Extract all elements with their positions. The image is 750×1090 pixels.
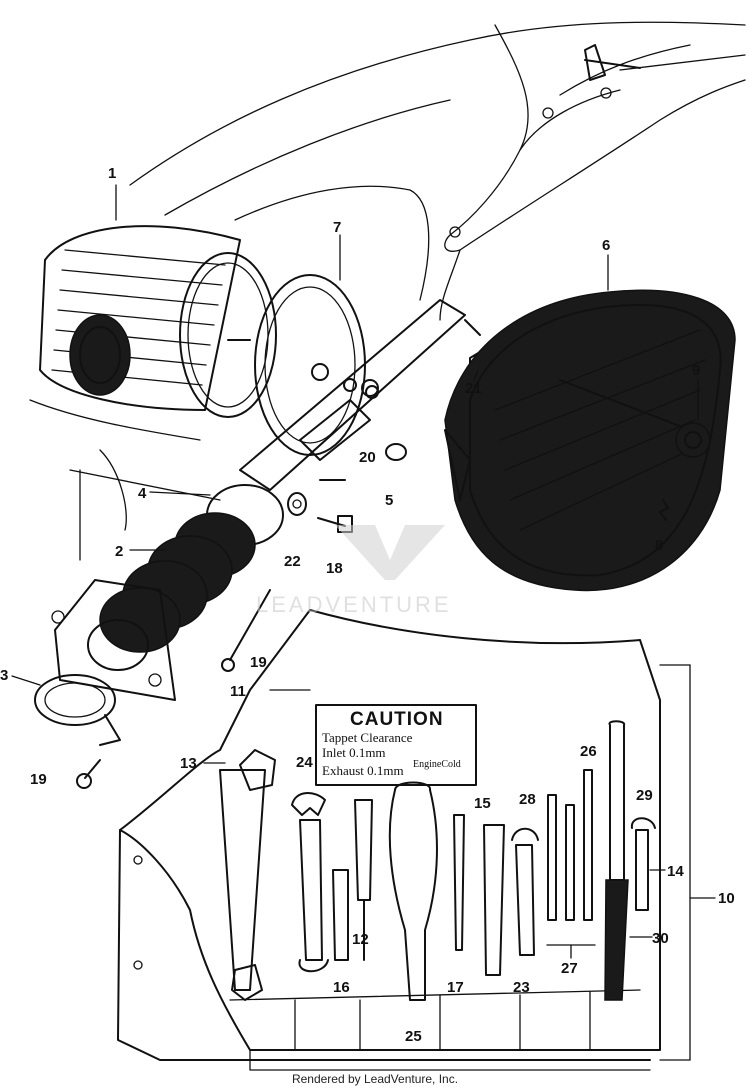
leader-lines <box>11 184 716 1061</box>
tool-bag <box>117 609 661 1071</box>
callout-11: 11 <box>230 683 246 700</box>
callout-6: 6 <box>602 237 610 254</box>
callout-10: 10 <box>718 890 735 907</box>
footer-credit: Rendered by LeadVenture, Inc. <box>291 1072 459 1086</box>
callout-4: 4 <box>138 485 147 502</box>
frame-outline <box>29 21 746 561</box>
callout-7: 7 <box>333 219 341 236</box>
callout-labels: 1 7 6 21 9 20 5 4 8 2 22 18 19 3 11 13 1… <box>0 165 735 1045</box>
callout-25: 25 <box>405 1028 422 1045</box>
callout-29: 29 <box>636 787 653 804</box>
caution-line2: Inlet 0.1mm <box>322 745 386 760</box>
air-cleaner-element <box>254 274 366 456</box>
tools <box>219 720 656 1001</box>
tube-band <box>34 674 121 746</box>
screws <box>76 589 271 789</box>
caution-label: CAUTION Tappet Clearance Inlet 0.1mm Eng… <box>315 704 477 786</box>
callout-23: 23 <box>513 979 530 996</box>
caution-line1: Tappet Clearance <box>322 730 413 745</box>
watermark-text: LEADVENTURE <box>256 592 452 617</box>
callout-1: 1 <box>108 165 116 182</box>
callout-21: 21 <box>465 380 482 397</box>
callout-16: 16 <box>333 979 350 996</box>
callout-26: 26 <box>580 743 597 760</box>
callout-12: 12 <box>352 931 369 948</box>
connecting-tube <box>51 484 284 701</box>
callout-14: 14 <box>667 863 684 880</box>
bracket-assembly <box>239 299 481 491</box>
callout-2: 2 <box>115 543 123 560</box>
caution-line2b: EngineCold <box>413 759 461 770</box>
callout-28: 28 <box>519 791 536 808</box>
caution-line3: Exhaust 0.1mm <box>322 763 404 778</box>
callout-19a: 19 <box>250 654 267 671</box>
knob <box>675 422 711 458</box>
callout-9: 9 <box>692 362 700 379</box>
callout-13: 13 <box>180 755 197 772</box>
callout-5: 5 <box>385 492 393 509</box>
callout-19b: 19 <box>30 771 47 788</box>
spring-clip <box>659 499 669 521</box>
callout-24: 24 <box>296 754 313 771</box>
air-cleaner-case <box>39 225 277 418</box>
callout-22: 22 <box>284 553 301 570</box>
callout-15: 15 <box>474 795 491 812</box>
callout-3: 3 <box>0 667 8 684</box>
callout-8: 8 <box>655 537 663 554</box>
callout-20: 20 <box>359 449 376 466</box>
callout-27: 27 <box>561 960 578 977</box>
callout-17: 17 <box>447 979 464 996</box>
callout-18: 18 <box>326 560 343 577</box>
callout-30: 30 <box>652 930 669 947</box>
watermark-logo: LEADVENTURE <box>256 525 452 617</box>
caution-heading: CAUTION <box>350 709 444 730</box>
